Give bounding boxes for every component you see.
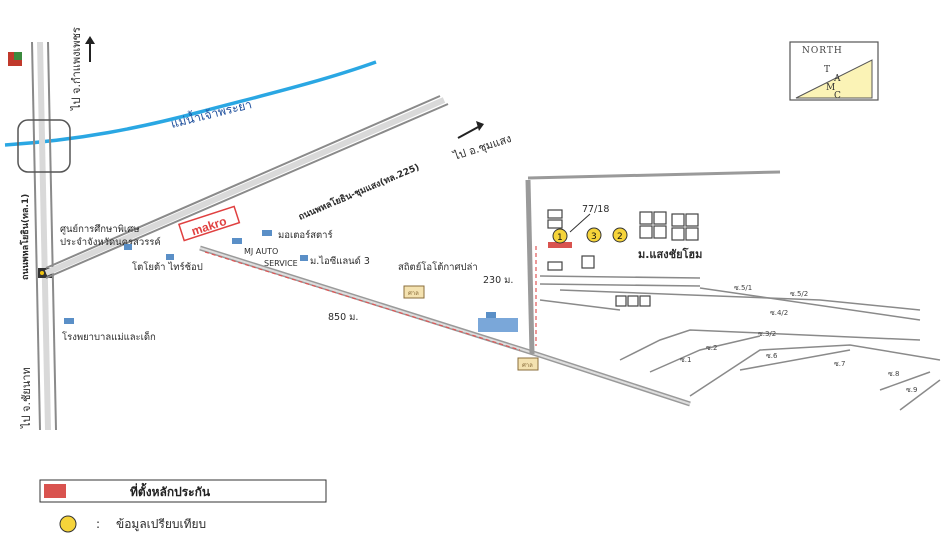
comparable-marker-1: 1 [552,228,568,244]
building-icon [232,238,242,244]
arrow-east-icon [457,121,484,139]
svg-text:3: 3 [591,232,597,242]
soi-label: ซ.6 [766,352,778,360]
isuzu-label: ม.ไอซีแลนด์ 3 [310,255,370,267]
soi-label: ซ.4/2 [770,309,788,317]
compass-rose: NORTH T A M C [789,41,879,101]
legend-collateral-swatch [44,484,66,498]
village-label: ม.แสงชัยโฮม [638,247,702,261]
soi-label: ซ.8 [888,370,899,378]
toyota-label: โตโยต้า ไทร์ช้อป [132,261,203,273]
collateral-marker [548,242,572,248]
svg-text:T: T [824,65,830,75]
house-no-label: 77/18 [582,204,609,215]
river-label: แม่น้ำเจ้าพระยา [169,95,253,131]
legend-collateral-label: ที่ตั้งหลักประกัน [130,482,211,499]
to-chai-nat-label: ไป จ.ชัยนาท [20,367,33,429]
distance-230-label: 230 ม. [483,275,513,286]
building-icon [300,255,308,261]
soi-label: ซ.9 [906,386,917,394]
chao-phraya-river [4,60,377,147]
legend: ที่ตั้งหลักประกัน : ข้อมูลเปรียบเทียบ [39,479,327,533]
chum-saeng-road [44,95,449,279]
to-kamphaeng-phet-label: ไป จ.กำแพงเพชร [70,27,83,111]
bridge-box [17,119,71,173]
hospital-label: โรงพยาบาลแม่และเด็ก [62,330,156,343]
comparable-marker-2: 2 [612,227,628,243]
elephant-school-label: สถิตย์โอโต้กาศปล่า [398,261,478,273]
soi-label: ซ.3/2 [758,330,776,338]
soi-label: ซ.2 [706,344,717,352]
shrine-icon: ศาล [403,285,425,299]
svg-text:1: 1 [557,233,563,243]
svg-text:ศาล: ศาล [522,362,533,369]
soi-label: ซ.7 [834,360,845,368]
education-center-label-2: ประจำจังหวัดนครสวรรค์ [60,236,161,248]
corner-emblem [8,52,22,66]
mj-auto-label: MJ AUTO [244,247,278,256]
distance-line-850 [204,251,521,351]
soi-label: ซ.1 [680,356,691,364]
legend-comparable-swatch [59,515,77,533]
arrow-north-icon [85,36,95,62]
svg-text:NORTH: NORTH [802,46,843,56]
side-road-label: ถนนพหลโยธิน-ชุมแสง(ทล.225) [296,161,421,223]
building-icon [166,254,174,260]
svg-text:A: A [833,74,841,84]
svg-text:ศาล: ศาล [408,290,419,297]
main-highway [31,41,57,431]
education-center-label: ศูนย์การศึกษาพิเศษ [60,223,139,235]
comparable-marker-3: 3 [586,227,602,243]
motorstar-label: มอเตอร์สตาร์ [278,229,333,241]
mj-service-label: SERVICE [264,259,298,268]
soi-network [539,275,941,411]
soi-label: ซ.5/2 [790,290,808,298]
soi-label: ซ.5/1 [734,284,752,292]
main-road-label: ถนนพหลโยธิน(ทล.1) [19,194,31,280]
legend-colon: : [96,517,100,531]
legend-comparable-label: ข้อมูลเปรียบเทียบ [116,517,206,532]
house-blocks [547,209,699,307]
factory-icon [478,312,518,332]
building-icon [64,318,74,324]
svg-text:C: C [834,91,841,101]
shrine-icon: ศาล [517,357,539,371]
svg-text:2: 2 [617,232,623,242]
distance-850-label: 850 ม. [328,312,358,323]
building-icon [124,244,132,250]
access-road [525,170,781,355]
building-icon [262,230,272,236]
svg-text:M: M [826,83,835,93]
house-no-pointer [569,213,591,233]
